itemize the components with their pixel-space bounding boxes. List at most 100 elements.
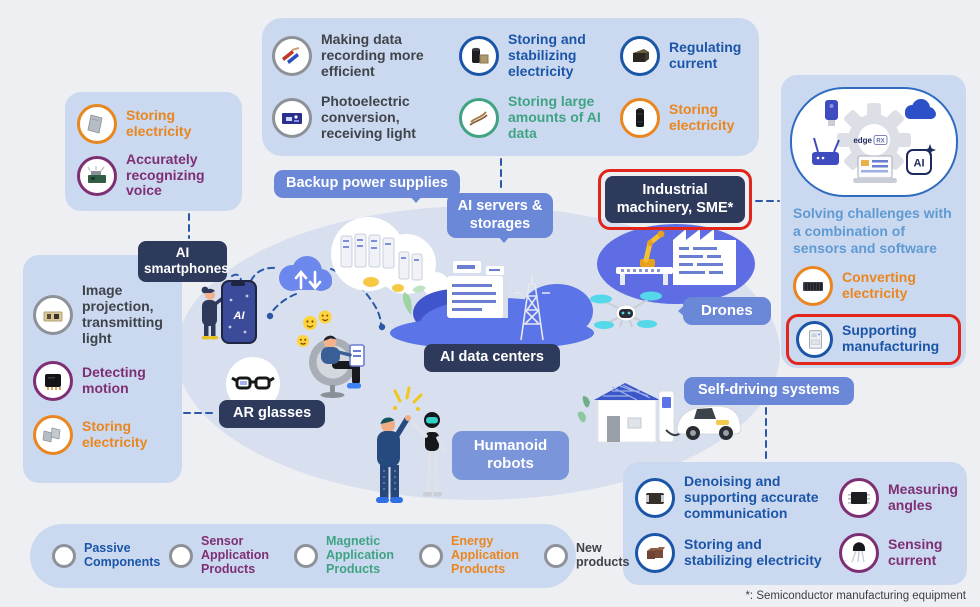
product-label: Image projection, transmitting light bbox=[82, 282, 163, 346]
cloud-sync-icon bbox=[279, 256, 332, 291]
legend-label: New products bbox=[576, 541, 630, 569]
product-label: Storing large amounts of AI data bbox=[508, 93, 601, 141]
drone-illustration bbox=[590, 291, 662, 329]
sensor-ring-icon bbox=[169, 544, 193, 568]
tag-ai-data-centers: AI data centers bbox=[424, 344, 560, 372]
smartphone-illustration: AI bbox=[201, 280, 257, 344]
rx-logo-text: RX bbox=[876, 139, 884, 145]
energy-ring-icon bbox=[419, 544, 443, 568]
tag-label: Backup power supplies bbox=[286, 175, 448, 191]
angle-sensor-icon bbox=[839, 477, 879, 518]
ai-badge-text: AI bbox=[913, 158, 924, 170]
connector-dot bbox=[266, 312, 274, 320]
right-panel-caption: Solving challenges with a combination of… bbox=[793, 205, 952, 256]
product-item: Storing and stabilizing electricity bbox=[635, 533, 833, 574]
legend-label: Magnetic Application Products bbox=[326, 534, 395, 576]
silver-battery-icon bbox=[77, 103, 117, 144]
product-label: Photoelectric conversion, receiving ligh… bbox=[321, 93, 416, 141]
emoji-icons bbox=[297, 310, 332, 347]
product-label: Measuring angles bbox=[888, 480, 959, 513]
product-item: Image projection, transmitting light bbox=[33, 282, 172, 346]
laptop-icon bbox=[852, 155, 897, 183]
manufacturing-machine-icon bbox=[796, 320, 833, 358]
product-label: Regulating current bbox=[669, 39, 742, 71]
product-item: Storing electricity bbox=[77, 103, 230, 144]
product-item: Sensing current bbox=[839, 533, 957, 574]
server-racks-bubble bbox=[331, 217, 449, 315]
tag-backup-power-supplies: Backup power supplies.tag[data-name="tag… bbox=[274, 170, 460, 203]
product-label: Sensing current bbox=[888, 536, 943, 569]
self-driving-illustration bbox=[577, 383, 742, 443]
wire-coil-icon bbox=[459, 98, 499, 138]
product-item: Detecting motion bbox=[33, 360, 172, 401]
capacitor-chip-icon bbox=[459, 36, 499, 76]
cloud-icon bbox=[904, 99, 936, 119]
panel-smartphone-products: Storing electricity Accurately recognizi… bbox=[65, 92, 242, 211]
power-module-icon bbox=[793, 265, 833, 306]
router-icon bbox=[811, 137, 840, 165]
product-label: Accurately recognizing voice bbox=[126, 150, 205, 199]
legend-item-passive: Passive Components bbox=[52, 541, 161, 570]
tag-label: AI servers & storages bbox=[457, 198, 543, 232]
tag-ar-glasses: AR glasses bbox=[219, 400, 326, 428]
connector-dot bbox=[378, 323, 386, 331]
noise-filter-icon bbox=[635, 477, 675, 518]
photoelectric-module-icon bbox=[272, 98, 312, 138]
projector-module-icon bbox=[33, 295, 73, 335]
product-label: Supporting manufacturing bbox=[842, 322, 940, 354]
legend-item-magnetic: Magnetic Application Products bbox=[294, 534, 406, 576]
product-label: Detecting motion bbox=[82, 363, 146, 396]
mems-microphone-icon bbox=[77, 155, 117, 196]
new-ring-icon bbox=[544, 544, 568, 568]
product-label: Making data recording more efficient bbox=[321, 31, 424, 79]
human-robot-illustration bbox=[376, 386, 446, 503]
edge-rx-illustration: edge RX bbox=[789, 87, 958, 197]
battery-pair-icon bbox=[33, 414, 73, 455]
tag-ai-servers-storages: AI servers & storages.tag[data-name="tag… bbox=[447, 193, 553, 244]
tag-humanoid-robots: Humanoid robots bbox=[452, 431, 569, 480]
legend-label: Energy Application Products bbox=[451, 534, 520, 576]
battery-cell-icon bbox=[620, 98, 660, 138]
product-item: Making data recording more efficient bbox=[272, 31, 454, 79]
product-label: Storing electricity bbox=[126, 106, 192, 139]
product-item: Regulating current bbox=[620, 36, 748, 76]
product-label: Storing electricity bbox=[669, 101, 735, 133]
tag-drones: Drones bbox=[683, 297, 771, 326]
legend-item-energy: Energy Application Products bbox=[419, 534, 531, 576]
legend-label: Passive Components bbox=[84, 541, 161, 569]
legend: Passive Components Sensor Application Pr… bbox=[30, 524, 629, 588]
legend-item-sensor: Sensor Application Products bbox=[169, 534, 281, 576]
product-item: Storing electricity bbox=[620, 98, 748, 138]
passive-ring-icon bbox=[52, 544, 76, 568]
factory-illustration bbox=[597, 224, 755, 304]
inductor-block-icon bbox=[620, 36, 660, 76]
capacitor-pair-icon bbox=[635, 533, 675, 574]
panel-automotive-products: Denoising and supporting accurate commun… bbox=[623, 462, 967, 585]
tag-self-driving-systems: Self-driving systems bbox=[684, 377, 854, 405]
product-item: Accurately recognizing voice bbox=[77, 150, 230, 199]
highlighted-supporting-manufacturing: Supporting manufacturing bbox=[786, 313, 961, 365]
ar-glasses-illustration bbox=[226, 357, 280, 411]
product-item: Denoising and supporting accurate commun… bbox=[635, 472, 833, 521]
highlighted-industrial-machinery: Industrial machinery, SME* bbox=[598, 169, 752, 231]
phone-ai-text: AI bbox=[233, 310, 246, 322]
gear-icon: edge RX bbox=[836, 103, 911, 177]
product-item: Storing electricity bbox=[33, 414, 172, 455]
product-item: Storing large amounts of AI data bbox=[459, 93, 615, 141]
product-item: Converting electricity bbox=[793, 265, 954, 306]
product-label: Storing electricity bbox=[82, 417, 148, 450]
footnote: *: Semiconductor manufacturing equipment bbox=[745, 590, 966, 602]
current-sensor-icon bbox=[839, 533, 879, 574]
product-item: Measuring angles bbox=[839, 477, 959, 518]
ai-badge-icon: AI bbox=[905, 144, 936, 175]
product-label: Storing and stabilizing electricity bbox=[684, 536, 822, 569]
hdd-head-icon bbox=[272, 36, 312, 76]
product-label: Denoising and supporting accurate commun… bbox=[684, 472, 819, 521]
product-item: Photoelectric conversion, receiving ligh… bbox=[272, 93, 454, 141]
motion-sensor-chip-icon bbox=[33, 360, 73, 401]
edge-logo-text: edge bbox=[853, 136, 872, 145]
product-item: Storing and stabilizing electricity bbox=[459, 31, 615, 79]
tag-industrial-machinery: Industrial machinery, SME* bbox=[605, 176, 745, 224]
